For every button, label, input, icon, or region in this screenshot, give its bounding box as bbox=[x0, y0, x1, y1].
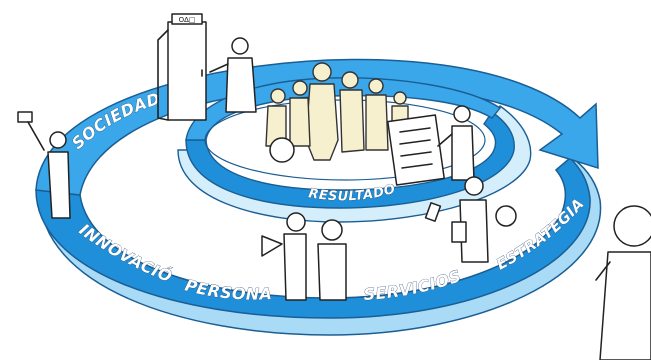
inner-band-top bbox=[185, 77, 502, 141]
person-right-edge bbox=[595, 205, 651, 360]
person-with-bag bbox=[451, 176, 517, 263]
person-child bbox=[317, 219, 347, 301]
inner-band bbox=[177, 77, 532, 223]
door-illustration: O∆□ bbox=[157, 13, 207, 121]
person-megaphone bbox=[261, 212, 307, 301]
people-group bbox=[265, 62, 409, 163]
person-left bbox=[17, 111, 71, 219]
checklist-board bbox=[387, 114, 445, 186]
small-box bbox=[424, 202, 442, 222]
door-sign: O∆□ bbox=[179, 16, 196, 24]
person-at-door bbox=[209, 37, 257, 113]
